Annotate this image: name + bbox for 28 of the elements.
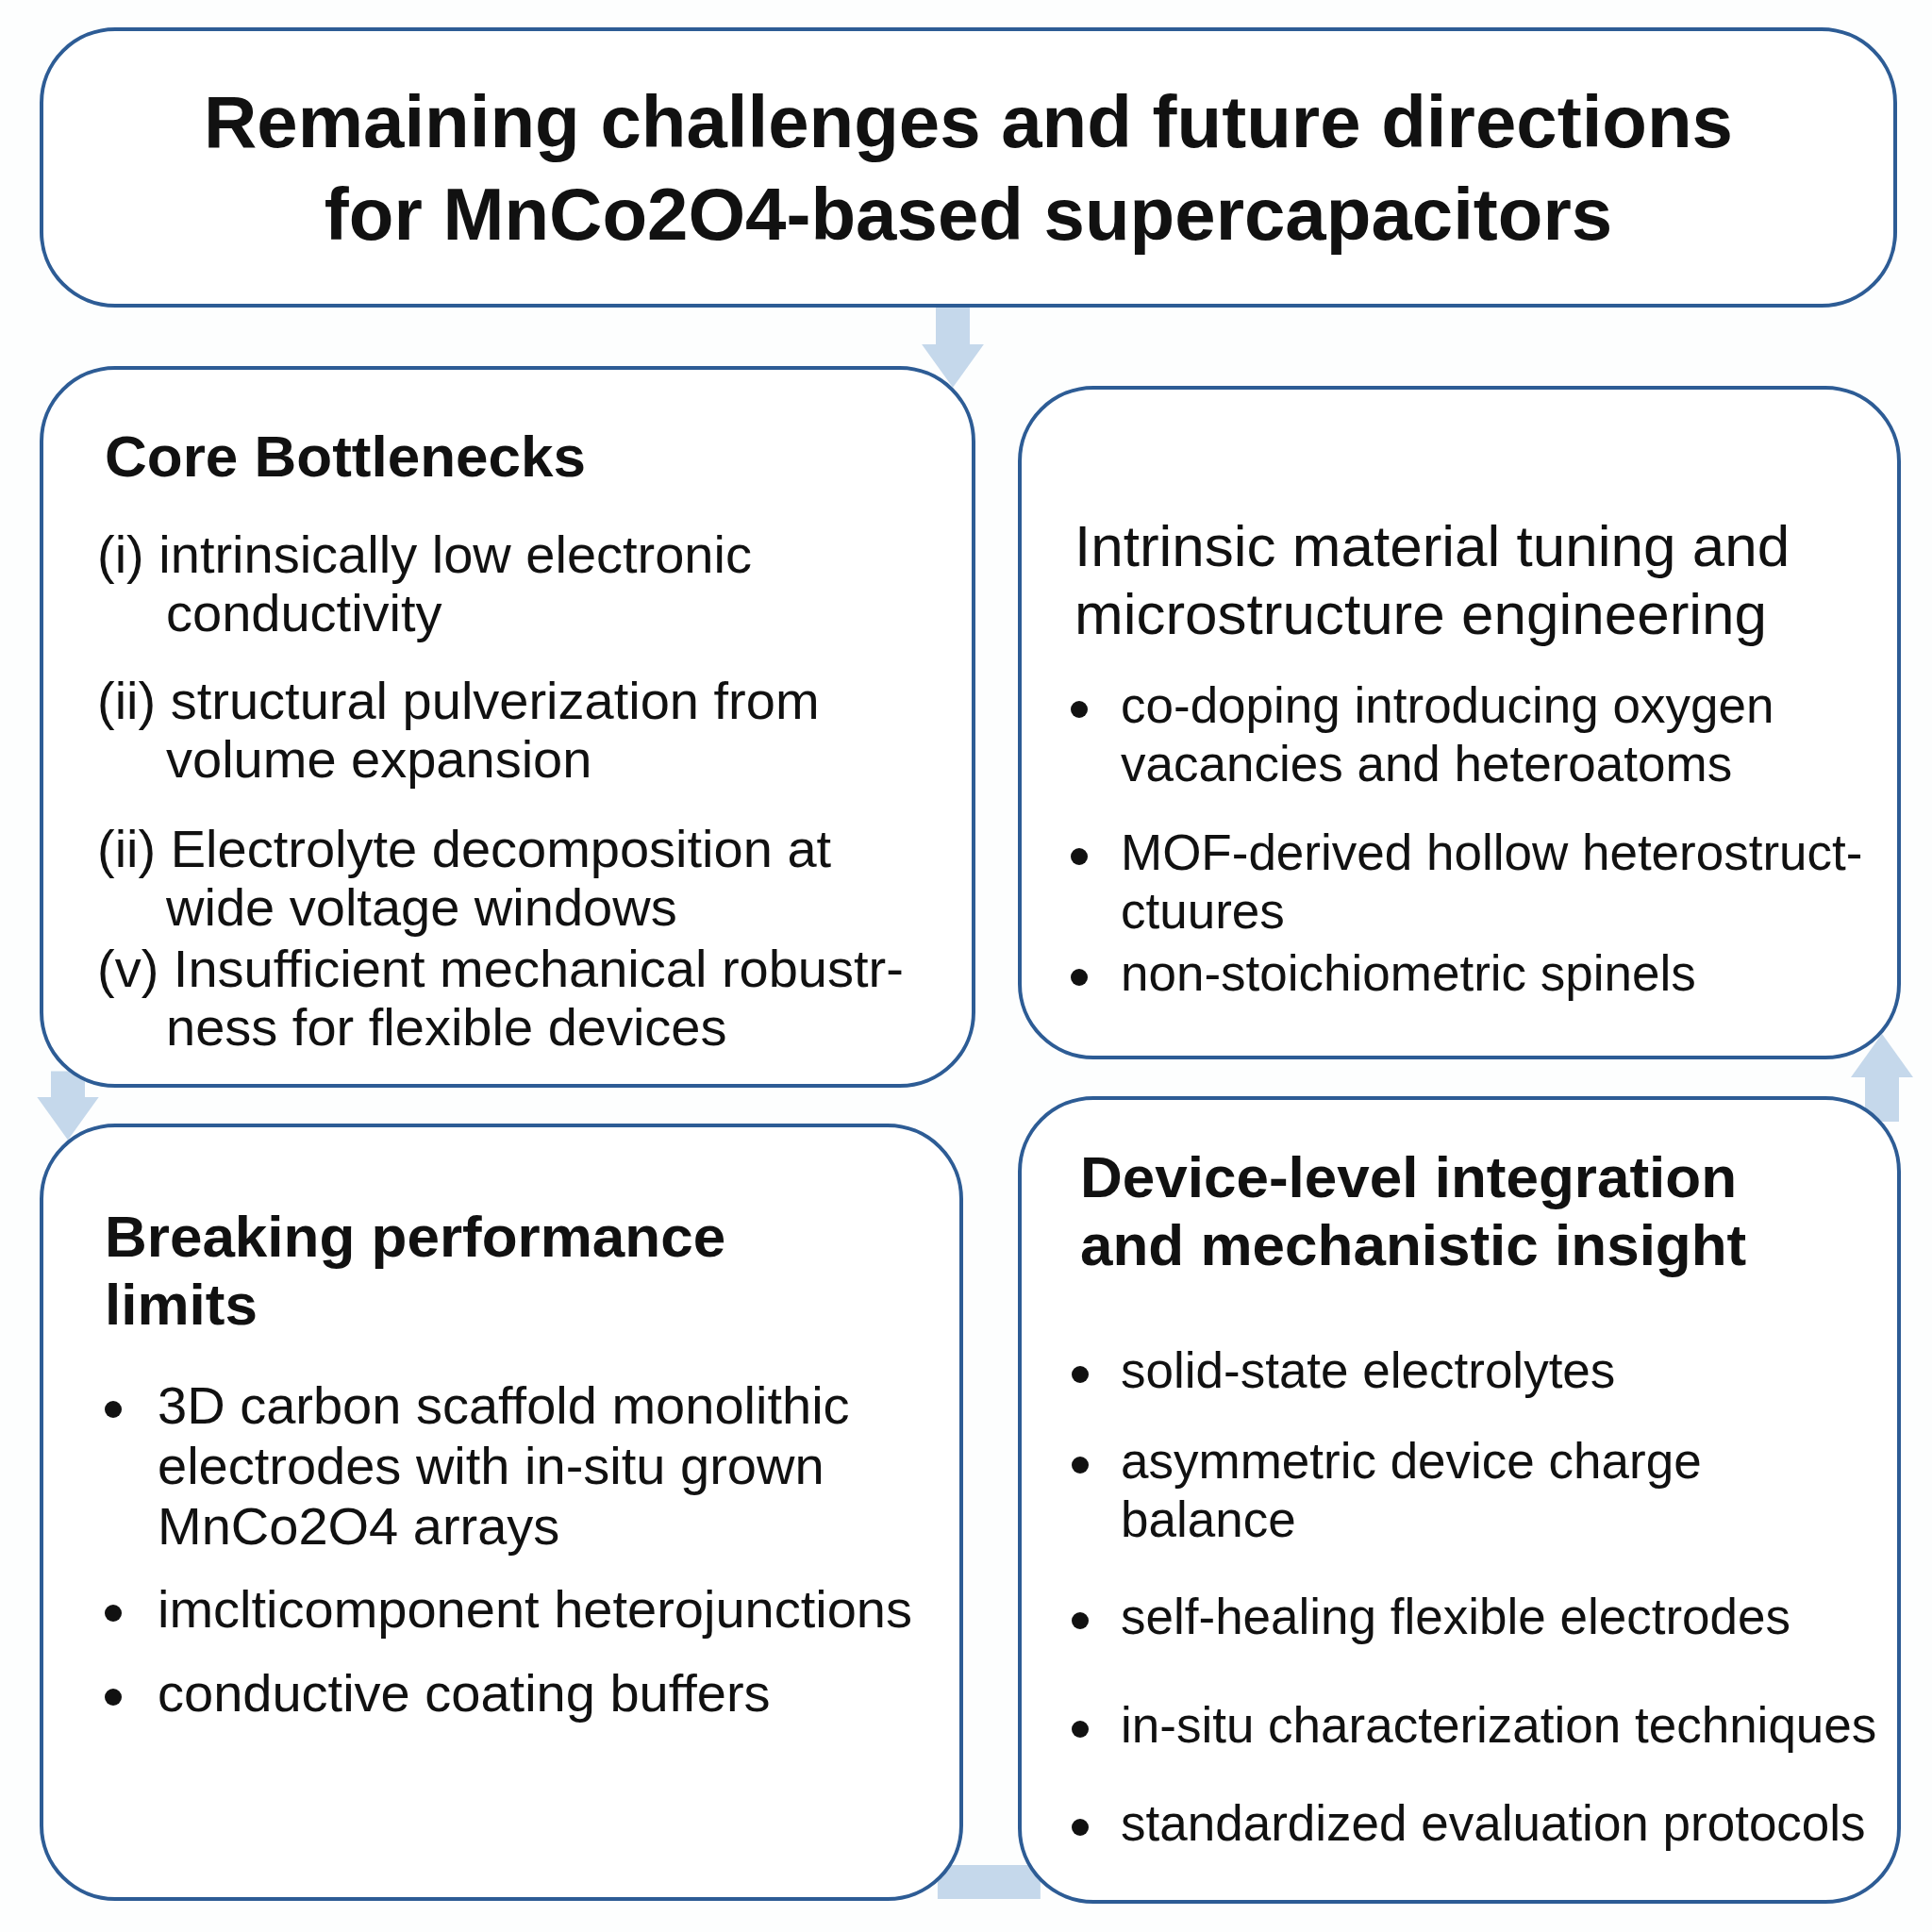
list-item-text: conductive coating buffers [158, 1663, 772, 1724]
connector-band [937, 1865, 1041, 1899]
flow-arrow [922, 308, 984, 388]
list-item-text: standardized evaluation protocols [1121, 1794, 1867, 1853]
heading-text: Remaining challenges and future directions for MnCo2O4-based supercapacitors [203, 78, 1734, 258]
list-item-text: (ii) Electrolyte decomposition at wide voltage windows [97, 820, 833, 937]
list-item-text: imclticomponent heterojunctions [158, 1579, 913, 1640]
list-item-text: in-situ characterization techniques [1121, 1696, 1878, 1755]
heading-panel [40, 27, 1897, 308]
list-item-text: self-healing flexible electrodes [1121, 1588, 1791, 1646]
list-item-text: co-doping introducing oxygen vacancies and heteroatoms [1121, 676, 1775, 793]
list-item-text: 3D carbon scaffold monolithic electrodes with in-situ grown MnCo2O4 arrays [158, 1375, 851, 1557]
list-item-text: (v) Insufficient mechanical robustr- ness for flexible devices [97, 940, 905, 1057]
rounded-panel [1018, 1096, 1901, 1904]
panel-heading: Breaking performance limits [105, 1203, 727, 1339]
flow-arrow [37, 1071, 99, 1141]
list-item-text: asymmetric device charge balance [1121, 1432, 1703, 1549]
list-item-text: (i) intrinsically low electronic conductivity [97, 525, 753, 642]
list-item-text: (ii) structural pulverization from volume expansion [97, 672, 821, 789]
panel-heading: Intrinsic material tuning and microstructure engineering [1074, 512, 1791, 648]
flow-arrow [1851, 1033, 1913, 1123]
rounded-panel [1018, 386, 1901, 1059]
list-item-text: solid-state electrolytes [1121, 1341, 1617, 1400]
rounded-panel [40, 366, 975, 1088]
list-item-text: non-stoichiometric spinels [1121, 944, 1697, 1003]
panel-heading: Device-level integration and mechanistic insight [1080, 1143, 1748, 1279]
panel-heading: Core Bottlenecks [105, 423, 587, 491]
rounded-panel [40, 1124, 963, 1901]
